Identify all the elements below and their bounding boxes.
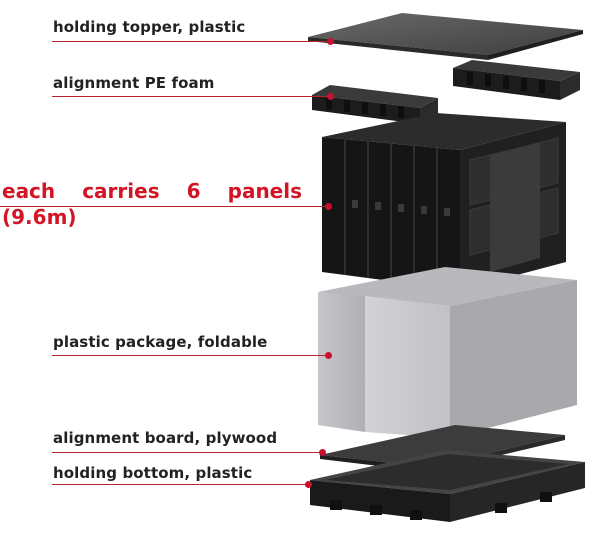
marker-dot-panels xyxy=(325,203,332,210)
leader-line-panels xyxy=(0,206,328,207)
holding-topper-plate xyxy=(308,13,583,60)
alignment-foam-left xyxy=(312,85,438,124)
marker-dot-board xyxy=(319,449,326,456)
callout-panels-line1: each carries 6 panels xyxy=(2,178,302,204)
callout-word-each: each xyxy=(2,179,56,203)
label-holding-bottom: holding bottom, plastic xyxy=(53,464,253,482)
callout-word-panels: panels xyxy=(227,179,302,203)
callout-word-count: 6 xyxy=(186,179,201,203)
callout-panels-line2: (9.6m) xyxy=(2,205,77,229)
leader-line-bottom xyxy=(52,484,308,485)
callout-panels: each carries 6 panels (9.6m) xyxy=(2,178,302,230)
marker-dot-package xyxy=(325,352,332,359)
plastic-package-box xyxy=(318,267,577,438)
panel-separators xyxy=(344,140,438,287)
leader-line-board xyxy=(52,452,322,453)
alignment-foam-right xyxy=(453,60,580,100)
label-alignment-board: alignment board, plywood xyxy=(53,429,278,447)
label-alignment-foam: alignment PE foam xyxy=(53,74,215,92)
holding-bottom-tray xyxy=(310,450,585,522)
callout-word-carries: carries xyxy=(82,179,160,203)
leader-line-package xyxy=(52,355,328,356)
marker-dot-topper xyxy=(327,38,334,45)
leader-line-topper xyxy=(52,41,330,42)
marker-dot-foam xyxy=(327,93,334,100)
label-holding-topper: holding topper, plastic xyxy=(53,18,246,36)
leader-line-foam xyxy=(52,96,330,97)
led-panel-stack xyxy=(322,113,566,290)
marker-dot-bottom xyxy=(305,481,312,488)
label-plastic-package: plastic package, foldable xyxy=(53,333,268,351)
